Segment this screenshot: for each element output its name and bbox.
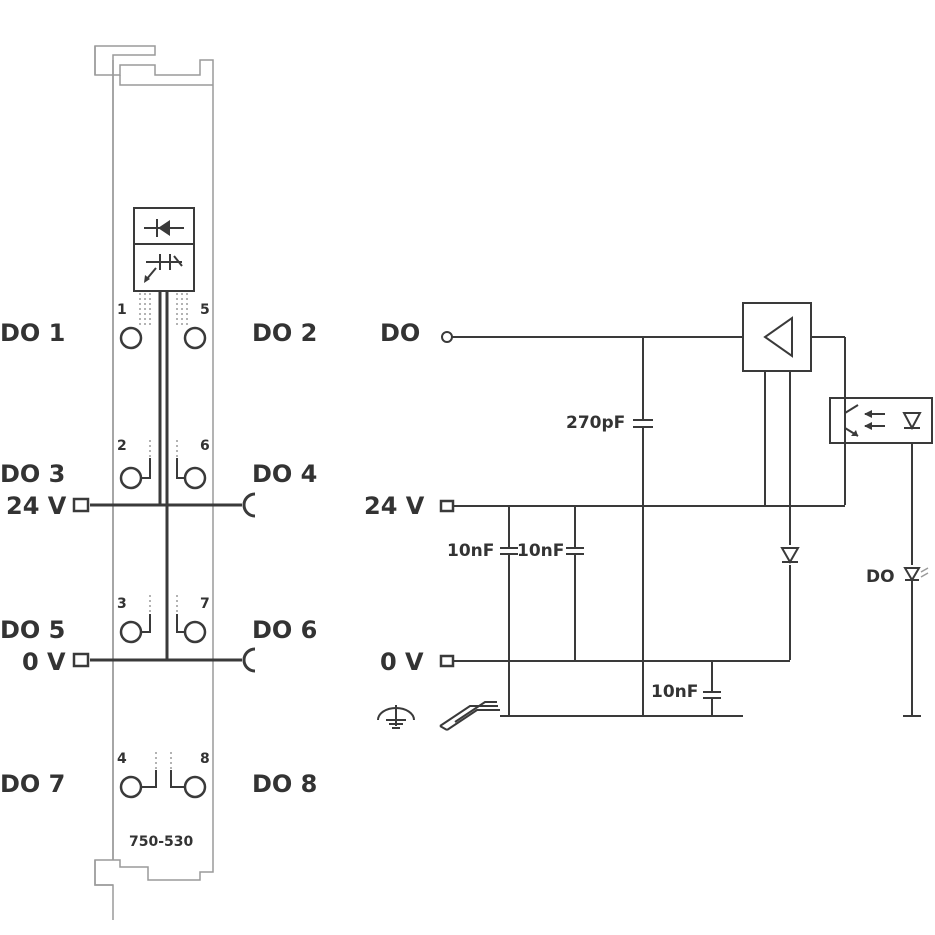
label-do1: DO 1	[0, 319, 65, 347]
ground-icon	[377, 705, 415, 729]
schematic	[439, 302, 933, 717]
pin-number: 2	[117, 438, 127, 454]
pin-number: 4	[117, 751, 127, 767]
label-do2: DO 2	[252, 319, 317, 347]
schematic-0v-label: 0 V	[380, 648, 424, 676]
optocoupler-block	[133, 207, 195, 292]
channel-labels: DO 1 DO 2 DO 3 DO 4 24 V DO 5 DO 6 0 V D…	[0, 319, 317, 850]
terminal-3	[119, 620, 143, 644]
module-number: 750-530	[129, 834, 194, 850]
label-do4: DO 4	[252, 460, 317, 488]
terminals	[119, 326, 207, 799]
terminal-8	[183, 775, 207, 799]
pin-number: 6	[200, 438, 210, 454]
pin-number: 3	[117, 596, 127, 612]
label-do6: DO 6	[252, 616, 317, 644]
terminal-7	[183, 620, 207, 644]
terminal-4	[119, 775, 143, 799]
terminal-2	[119, 466, 143, 490]
label-do8: DO 8	[252, 770, 317, 798]
label-0v: 0 V	[22, 648, 66, 676]
pin-numbers: 1 5 2 6 3 7 4 8	[117, 302, 210, 767]
terminal-5	[183, 326, 207, 350]
module-frame	[94, 45, 214, 920]
schematic-do-input-label: DO	[380, 319, 420, 347]
terminal-6	[183, 466, 207, 490]
label-24v: 24 V	[6, 492, 67, 520]
pin-number: 7	[200, 596, 210, 612]
do-led-label: DO	[866, 567, 895, 587]
label-do3: DO 3	[0, 460, 65, 488]
pin-number: 1	[117, 302, 127, 318]
label-do7: DO 7	[0, 770, 65, 798]
cap-270pf-label: 270pF	[566, 413, 625, 433]
pin-number: 8	[200, 751, 210, 767]
terminal-1	[119, 326, 143, 350]
schematic-labels: DO 24 V 0 V 270pF 10nF 10nF 10nF DO	[364, 319, 895, 702]
bus-lines	[72, 291, 256, 788]
dotted-leads	[139, 293, 188, 772]
pin-number: 5	[200, 302, 210, 318]
cap-10nf-label: 10nF	[517, 541, 564, 561]
din-rail-icon	[439, 701, 500, 731]
cap-10nf-label: 10nF	[447, 541, 494, 561]
schematic-24v-label: 24 V	[364, 492, 425, 520]
cap-10nf-label: 10nF	[651, 682, 698, 702]
label-do5: DO 5	[0, 616, 65, 644]
